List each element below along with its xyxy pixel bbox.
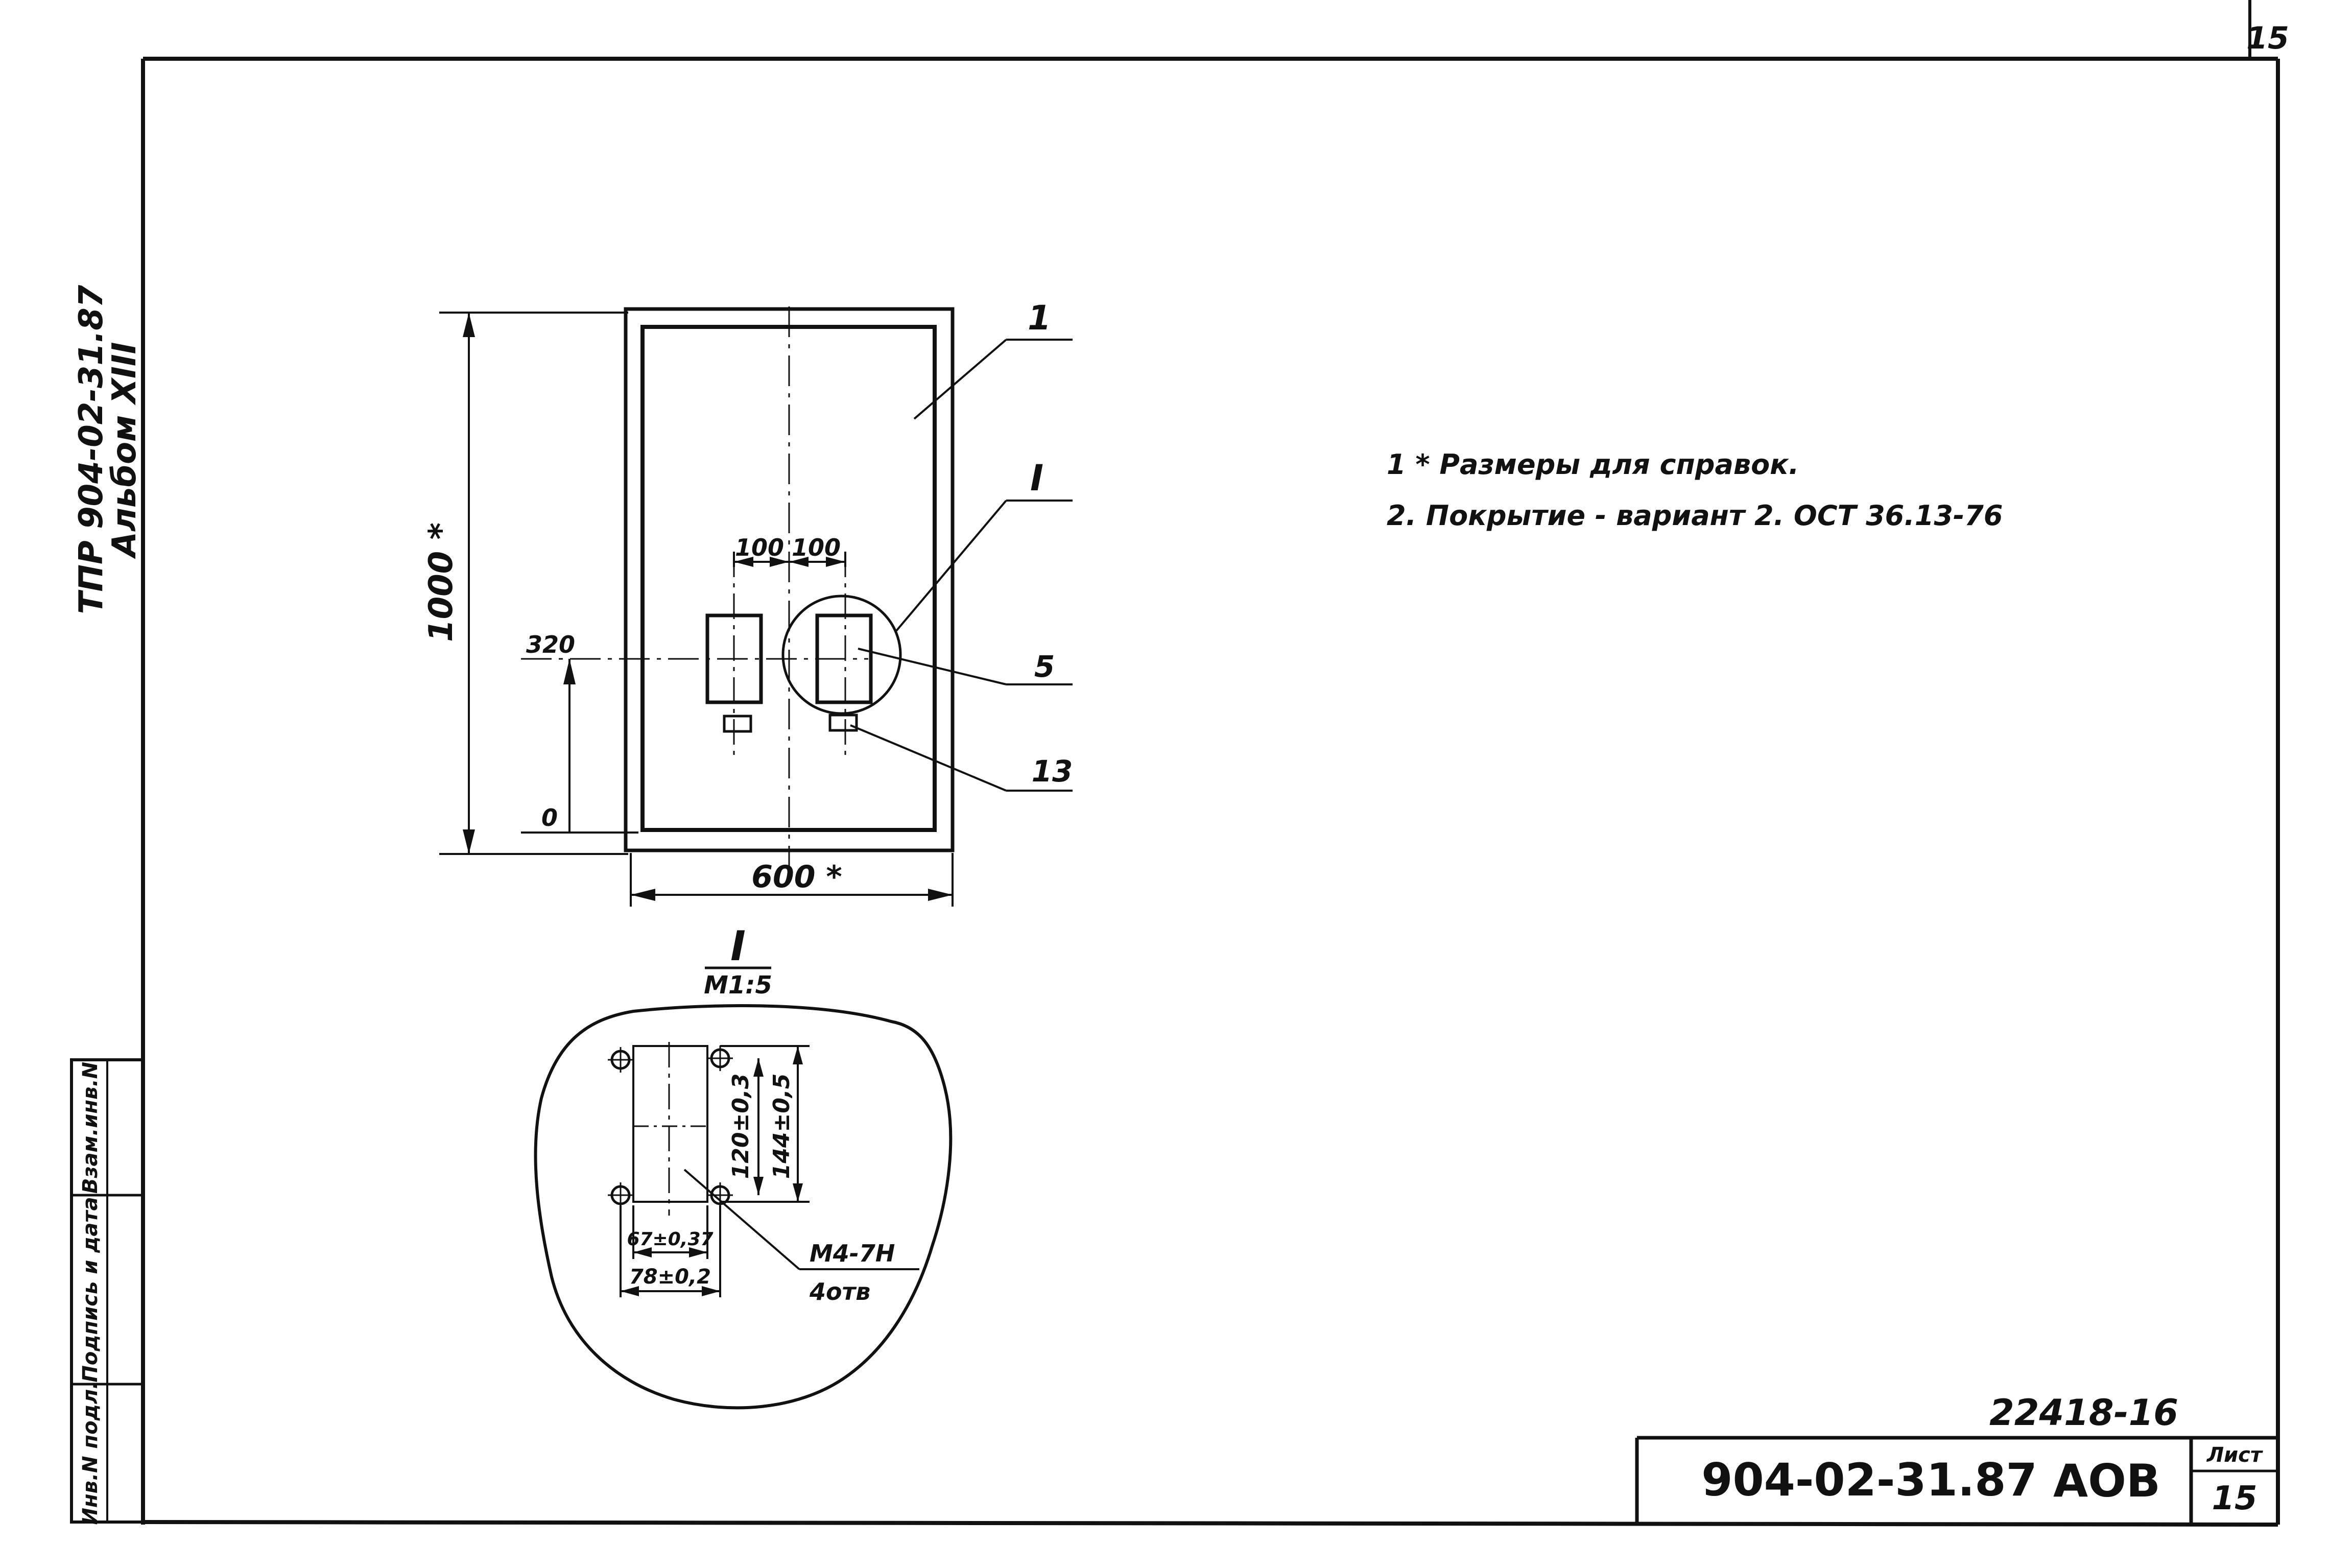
hole-bottom-left (608, 1182, 633, 1208)
section-code: АОВ (2053, 1455, 2160, 1507)
title-block (1635, 1436, 2278, 1525)
detail-holes-label: 4отв (809, 1278, 870, 1305)
detail-dim-vertical-outer: 144±0,5 (769, 1074, 795, 1179)
hole-bottom-right (707, 1182, 733, 1208)
callout-5: 5 (1034, 649, 1055, 684)
margin-col-inv: Инв.N подл. (79, 1382, 102, 1525)
main-height-dim: 1000 * (422, 522, 460, 642)
sheet-label: Лист (2206, 1443, 2264, 1467)
detail-dim-vertical-inner: 120±0,3 (728, 1074, 754, 1179)
sheet-frame (141, 0, 2280, 1527)
hole-top-right (707, 1046, 733, 1071)
detail-view (534, 1004, 953, 1410)
callout-13: 13 (1032, 754, 1073, 789)
margin-col-signature: Подпись и дата (79, 1197, 102, 1382)
detail-dim-horizontal-inner: 67±0,37 (627, 1229, 713, 1250)
callout-I: I (1030, 457, 1043, 499)
main-level-lower: 0 (541, 804, 558, 831)
note-1: 1 * Размеры для справок. (1387, 448, 1799, 481)
side-stamp-line1: ТПР 904-02-31.87 (73, 284, 110, 614)
device-right-base (828, 714, 858, 732)
hole-top-left (608, 1047, 633, 1073)
detail-dim-horizontal-outer: 78±0,2 (629, 1265, 711, 1289)
note-2: 2. Покрытие - вариант 2. ОСТ 36.13-76 (1387, 500, 2003, 532)
main-left-spacing: 100 (735, 534, 784, 561)
device-left-base (723, 715, 752, 733)
margin-table (70, 1058, 145, 1524)
main-width-dim: 600 * (751, 859, 842, 895)
detail-circle (781, 595, 902, 715)
corner-sheet-number: 15 (2246, 20, 2289, 56)
margin-col-replace: Взам.инв.N (79, 1062, 102, 1194)
detail-scale: М1:5 (704, 971, 772, 1000)
detail-thread-label: М4-7Н (810, 1240, 895, 1267)
main-view (439, 306, 1073, 907)
main-right-spacing: 100 (792, 534, 841, 561)
sheet-number: 15 (2212, 1480, 2257, 1517)
callout-1: 1 (1028, 298, 1051, 338)
detail-label: I (730, 922, 746, 970)
archive-number: 22418-16 (1989, 1392, 2178, 1434)
document-code: 904-02-31.87 (1701, 1454, 2037, 1506)
side-stamp-line2: Альбом XIII (106, 342, 144, 560)
main-level-upper: 320 (526, 631, 575, 658)
